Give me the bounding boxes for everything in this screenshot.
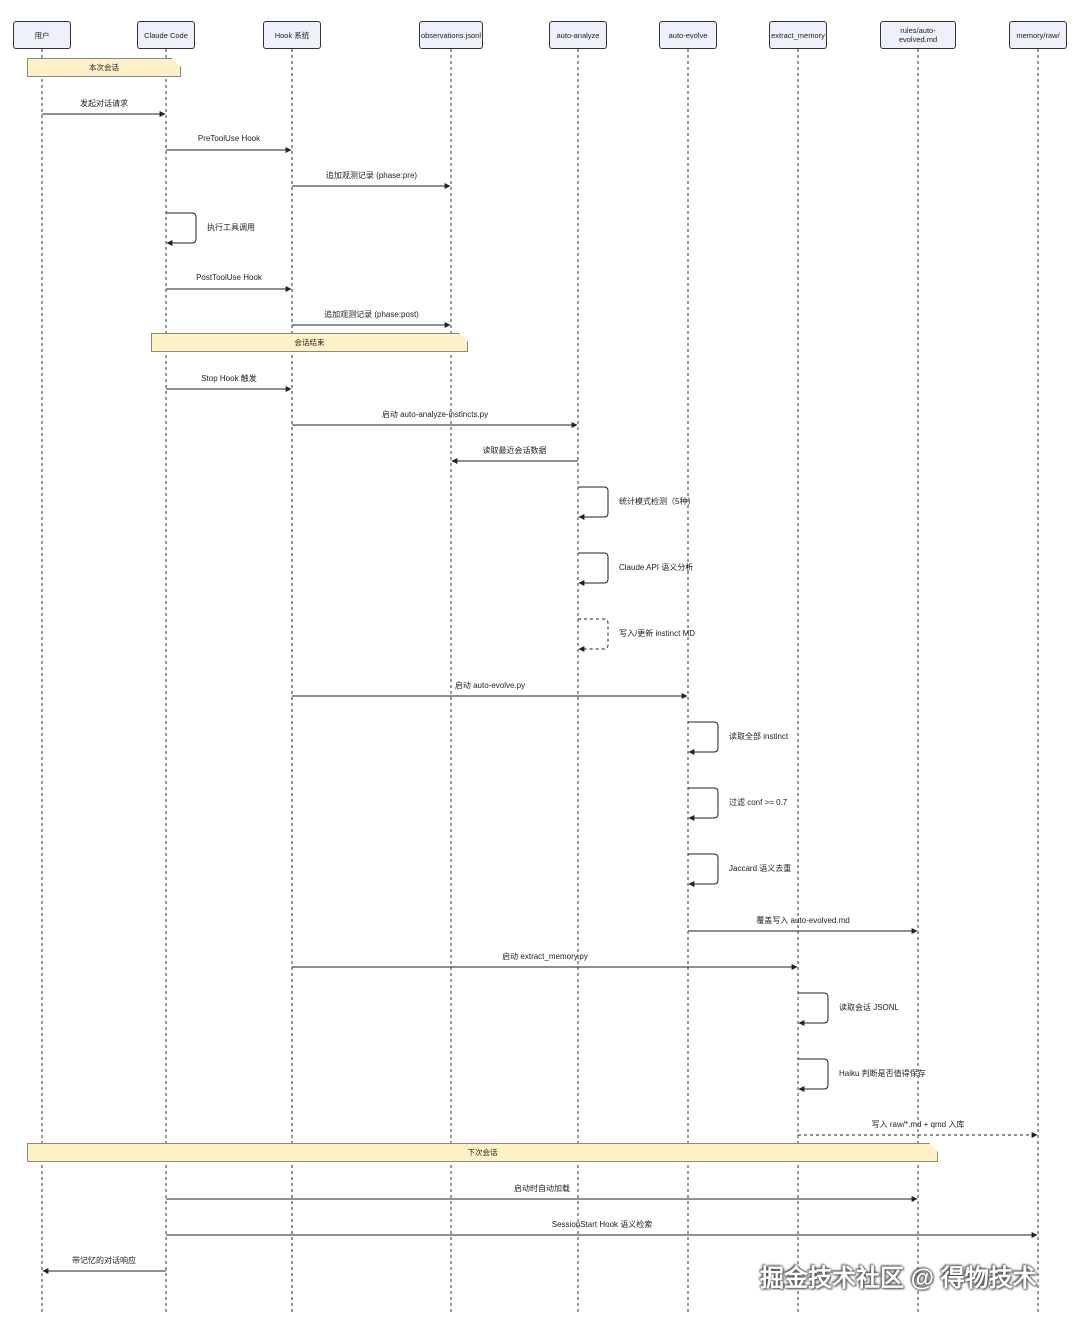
participant-rules: rules/auto- evolved.md — [880, 21, 956, 49]
note-label: 下次会话 — [467, 1148, 498, 1157]
message-label: 读取最近会话数据 — [482, 446, 547, 455]
self-message-18 — [798, 992, 829, 1026]
message-label: Haiku 判断是否值得保存 — [839, 1069, 926, 1078]
participant-user: 用户 — [13, 21, 71, 49]
note-label: 本次会话 — [89, 63, 119, 72]
participant-memory: memory/raw/ — [1009, 21, 1067, 49]
message-label: 启动 auto-analyze-instincts.py — [381, 410, 489, 419]
note-2: 下次会话 — [27, 1143, 938, 1162]
message-label: 覆盖写入 auto-evolved.md — [756, 916, 850, 925]
self-message-15 — [688, 853, 719, 887]
message-label: 启动 auto-evolve.py — [454, 681, 526, 690]
self-message-13 — [688, 721, 719, 755]
message-label: 启动 extract_memory.py — [502, 952, 588, 961]
participant-obs: observations.jsonl — [419, 21, 483, 49]
participant-analyze: auto-analyze — [549, 21, 607, 49]
message-label: SessionStart Hook 语义检索 — [551, 1220, 653, 1229]
self-message-3 — [166, 212, 197, 246]
self-message-10 — [578, 552, 609, 586]
watermark: 掘金技术社区 @ 得物技术 — [760, 1265, 1037, 1292]
message-label: 启动时自动加载 — [514, 1184, 570, 1193]
participant-evolve: auto-evolve — [659, 21, 717, 49]
message-label: 写入/更新 instinct MD — [619, 629, 696, 638]
note-fold — [929, 1143, 938, 1152]
note-1: 会话结束 — [151, 333, 468, 352]
participant-claude: Claude Code — [137, 21, 195, 49]
message-label: PostToolUse Hook — [196, 273, 262, 282]
participant-hook: Hook 系统 — [263, 21, 321, 49]
message-label: 带记忆的对话响应 — [72, 1256, 136, 1265]
message-label: PreToolUse Hook — [197, 134, 261, 143]
message-label: Claude API 语义分析 — [619, 563, 694, 572]
message-label: 追加观测记录 (phase:post) — [324, 310, 419, 319]
note-label: 会话结束 — [294, 338, 325, 347]
note-fold — [459, 333, 468, 342]
note-fold — [172, 58, 181, 67]
message-label: 发起对话请求 — [80, 99, 128, 108]
lifelines — [41, 49, 1039, 1312]
message-label: 过滤 conf >= 0.7 — [729, 798, 788, 807]
message-label: 追加观测记录 (phase:pre) — [325, 171, 418, 180]
self-message-11 — [578, 618, 609, 652]
self-message-14 — [688, 787, 719, 821]
note-0: 本次会话 — [27, 58, 181, 77]
message-label: 读取会话 JSONL — [839, 1003, 900, 1012]
message-label: Jaccard 语义去重 — [729, 864, 792, 873]
message-label: Stop Hook 触发 — [201, 374, 257, 383]
participant-extract: extract_memory — [769, 21, 827, 49]
message-label: 读取全部 instinct — [729, 732, 789, 741]
self-message-19 — [798, 1058, 829, 1092]
message-label: 统计模式检测（5种） — [619, 497, 696, 506]
self-message-9 — [578, 486, 609, 520]
message-arrows — [42, 111, 1038, 1274]
message-label: 写入 raw/*.md + qmd 入库 — [871, 1120, 965, 1129]
message-label: 执行工具调用 — [207, 223, 255, 232]
